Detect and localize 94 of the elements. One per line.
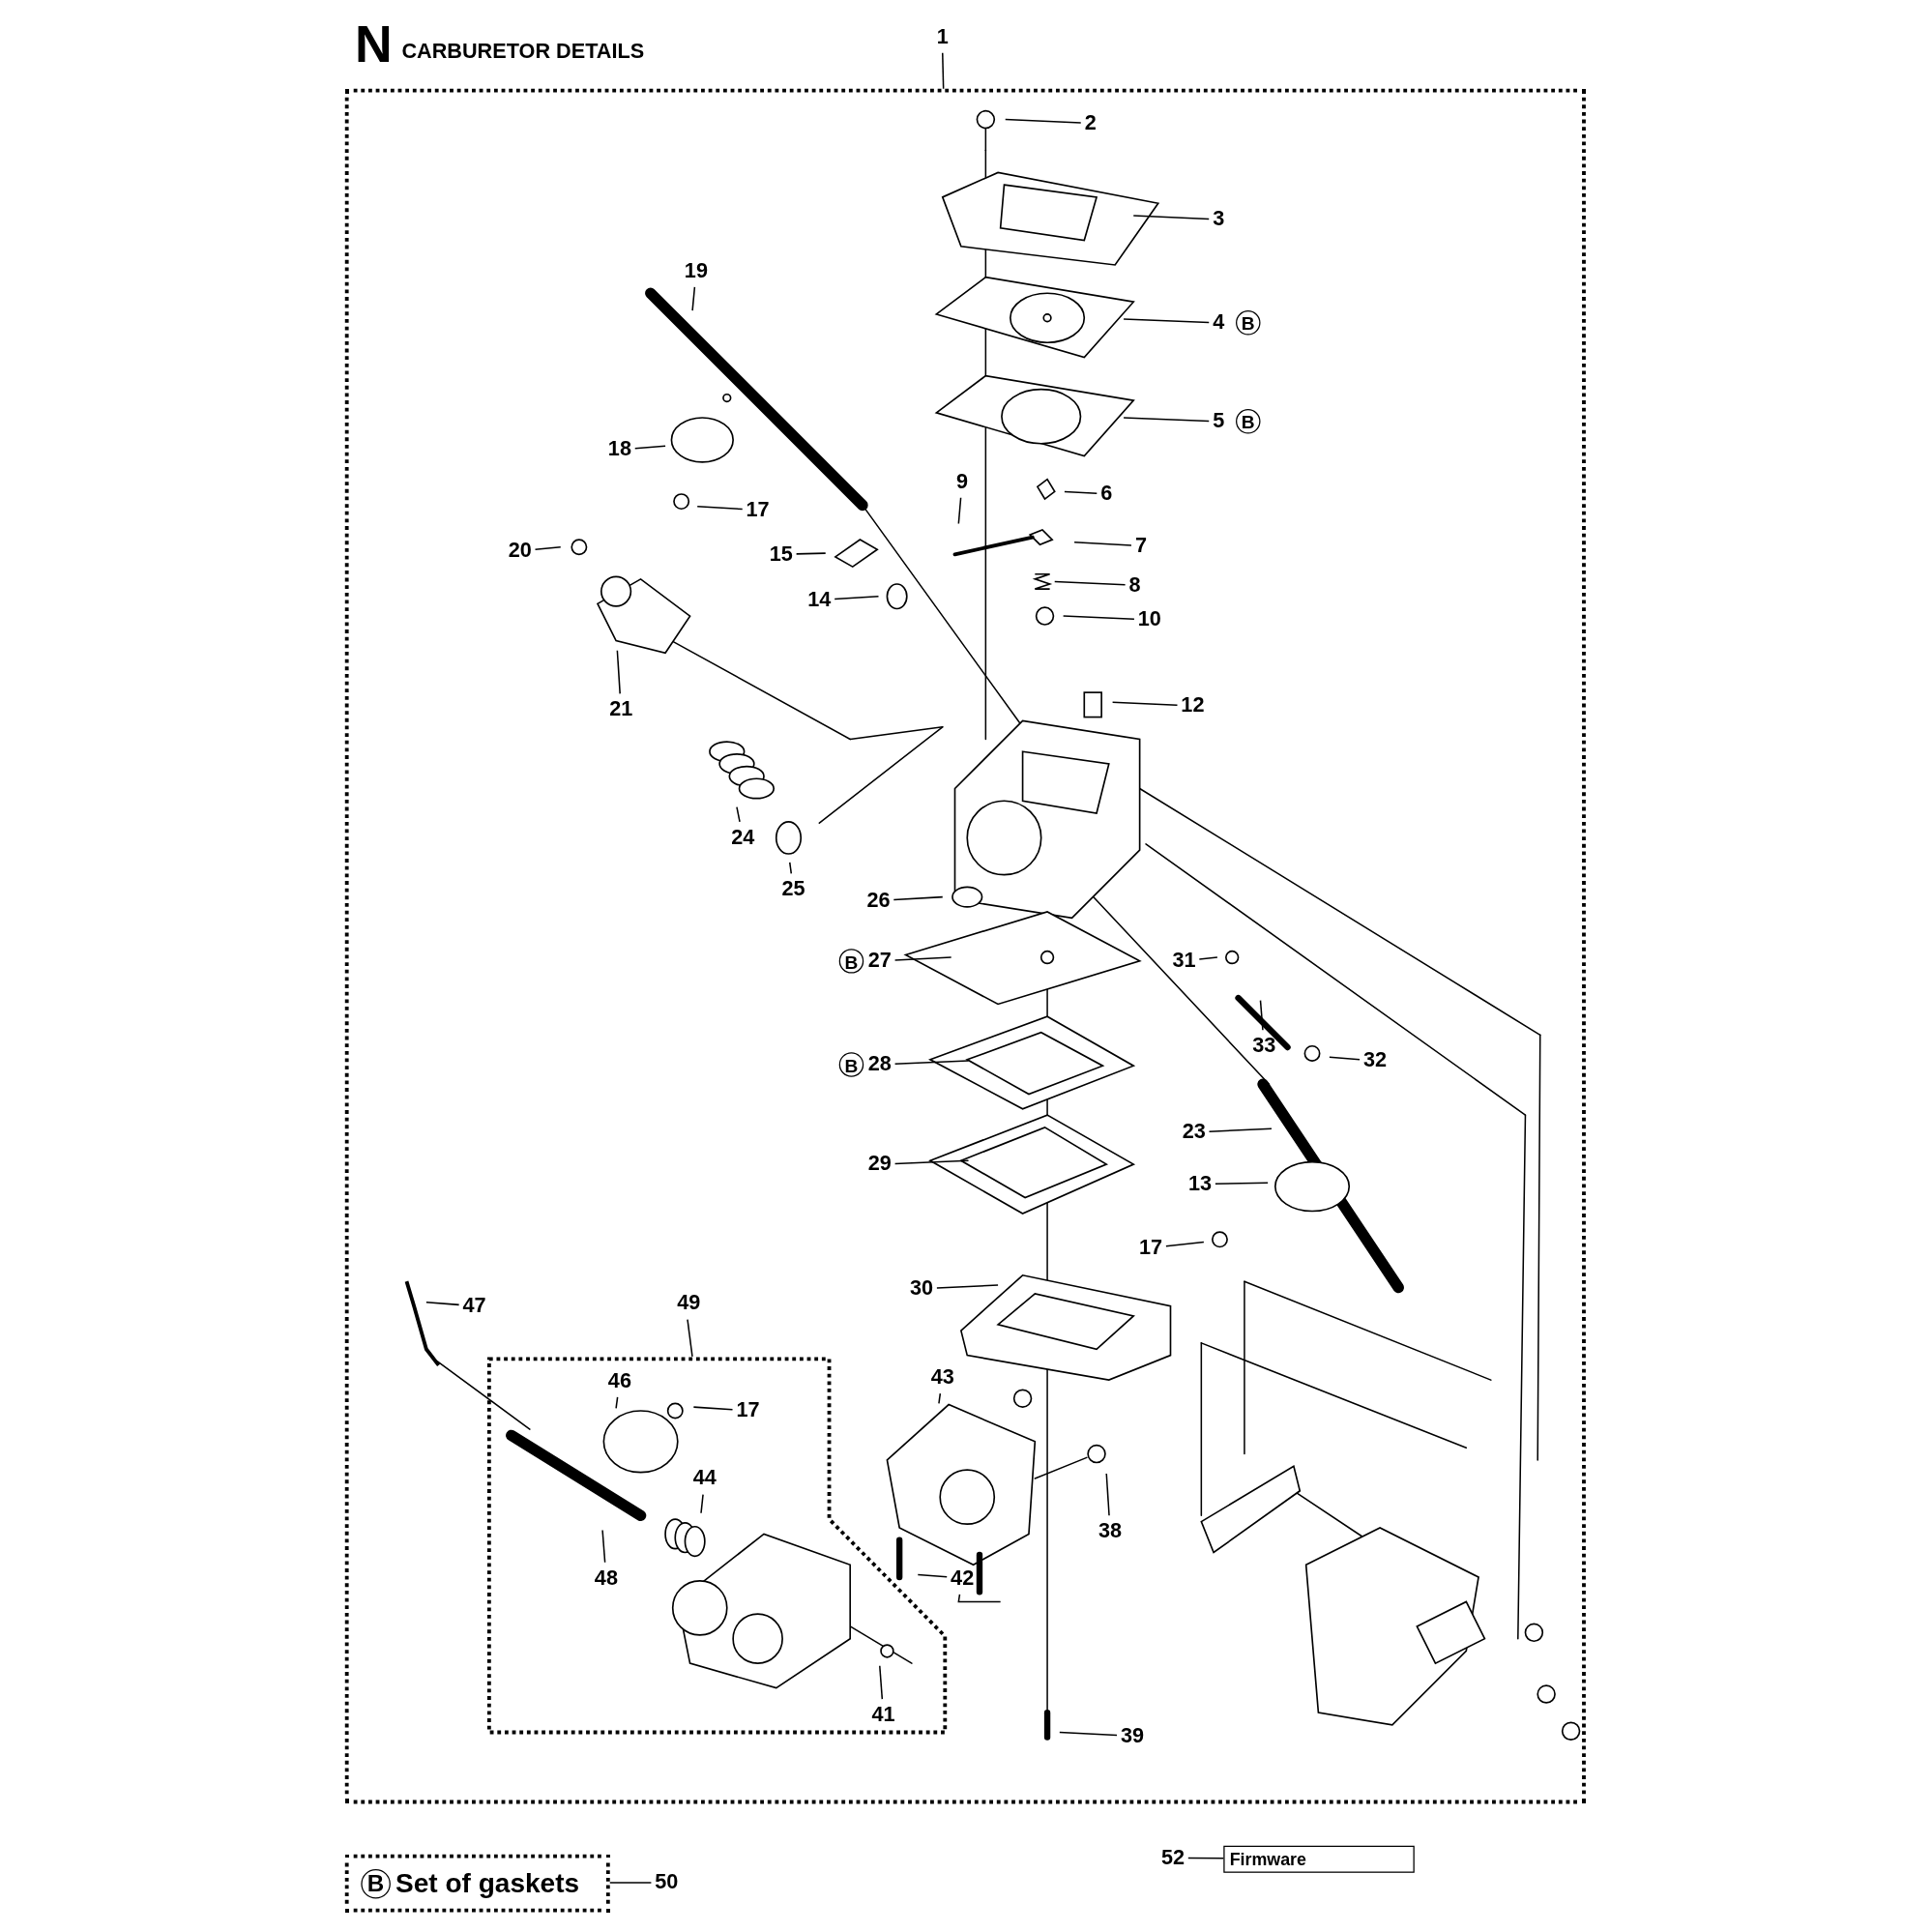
callout-number: 44 [692,1466,717,1491]
callout-number: 50 [655,1870,679,1895]
leader-line [942,52,945,90]
callout-number: 20 [508,538,532,564]
leader-line [1329,1056,1361,1061]
callout-number: 17 [746,497,770,523]
callout-number: 29 [867,1152,892,1177]
leader-line [692,1406,734,1411]
leader-line [1111,701,1179,707]
callout-number: 21 [609,697,633,722]
leader-line [1215,1182,1269,1185]
leader-line [736,805,741,823]
callout-number: 28 [867,1052,892,1077]
callout-number: 14 [807,587,832,613]
circled-letter: B [838,949,864,974]
callout-number: 31 [1172,949,1196,974]
leader-line [1073,541,1132,546]
diagram-title: CARBURETOR DETAILS [401,39,645,65]
callout-number: 13 [1188,1171,1213,1197]
callout-number: 26 [866,888,891,914]
callout-number: 46 [607,1368,631,1394]
leader-line [534,545,562,550]
kit-box [344,1854,610,1913]
callout-number: 17 [1139,1236,1163,1261]
callout-number: 38 [1098,1519,1123,1544]
leader-line [893,1159,970,1165]
callout-number: 47 [462,1293,486,1319]
leader-line [1105,1473,1110,1517]
leader-line [893,1060,970,1066]
leader-line [601,1529,606,1564]
leader-line [1059,1731,1118,1737]
leader-line [957,497,962,525]
leader-line [879,1664,884,1700]
callout-number: 15 [769,542,793,568]
callout-number: 43 [930,1364,954,1390]
leader-line [936,1284,999,1289]
leader-line [616,650,621,695]
callout-number: 5 [1213,409,1225,434]
callout-number: 8 [1128,572,1141,598]
leader-line [938,1392,942,1405]
leader-line [1005,118,1082,124]
callout-number: 9 [956,469,969,494]
leader-line [1064,490,1098,495]
callout-number: 30 [910,1276,934,1302]
leader-line [691,286,696,311]
leader-line [700,1493,704,1514]
callout-number: 23 [1182,1120,1206,1145]
leader-line [893,895,944,901]
leader-line [957,1594,1002,1603]
callout-number: 49 [677,1291,701,1316]
callout-number: 42 [951,1566,975,1591]
leader-line [917,1573,948,1578]
leader-line [1165,1241,1205,1247]
leader-line [1187,1857,1225,1859]
leader-line [633,445,666,450]
leader-line [1062,615,1135,621]
callout-number: 6 [1100,482,1113,507]
callout-number: 4 [1213,310,1225,336]
callout-number: 12 [1181,693,1205,718]
callout-number: 48 [594,1566,618,1591]
callout-number: 41 [871,1702,895,1728]
callout-number: 3 [1213,207,1225,232]
kit-name: Set of gaskets [395,1867,580,1900]
callout-number: 52 [1161,1845,1186,1871]
callout-number: 7 [1134,533,1147,559]
leader-line [615,1396,619,1410]
leader-line [425,1302,460,1306]
leader-line [789,862,793,875]
callout-number: 19 [684,258,708,284]
callout-number: 1 [936,24,949,49]
callout-number: 25 [781,877,805,902]
leader-line [1132,215,1210,220]
leader-line [1123,417,1210,423]
leader-line [1208,1127,1273,1132]
callout-number: 39 [1120,1723,1145,1749]
leader-line [696,505,744,511]
callout-number: 2 [1084,110,1097,136]
callout-number: 32 [1362,1048,1388,1073]
section-letter: N [354,16,393,72]
leader-line [834,595,880,600]
leader-line [608,1882,653,1884]
leader-line [1053,580,1127,586]
callout-number: 10 [1137,607,1161,632]
leader-line [795,552,827,555]
callout-number: 27 [867,949,892,974]
callout-number: 24 [731,825,755,851]
circled-letter: B [838,1052,864,1077]
callout-number: 17 [736,1398,760,1423]
leader-line [1259,999,1264,1031]
leader-line [1123,318,1210,324]
callout-number: 18 [607,437,631,462]
callout-number: 33 [1252,1034,1276,1059]
leader-line [1198,956,1218,960]
leader-line [687,1318,693,1358]
